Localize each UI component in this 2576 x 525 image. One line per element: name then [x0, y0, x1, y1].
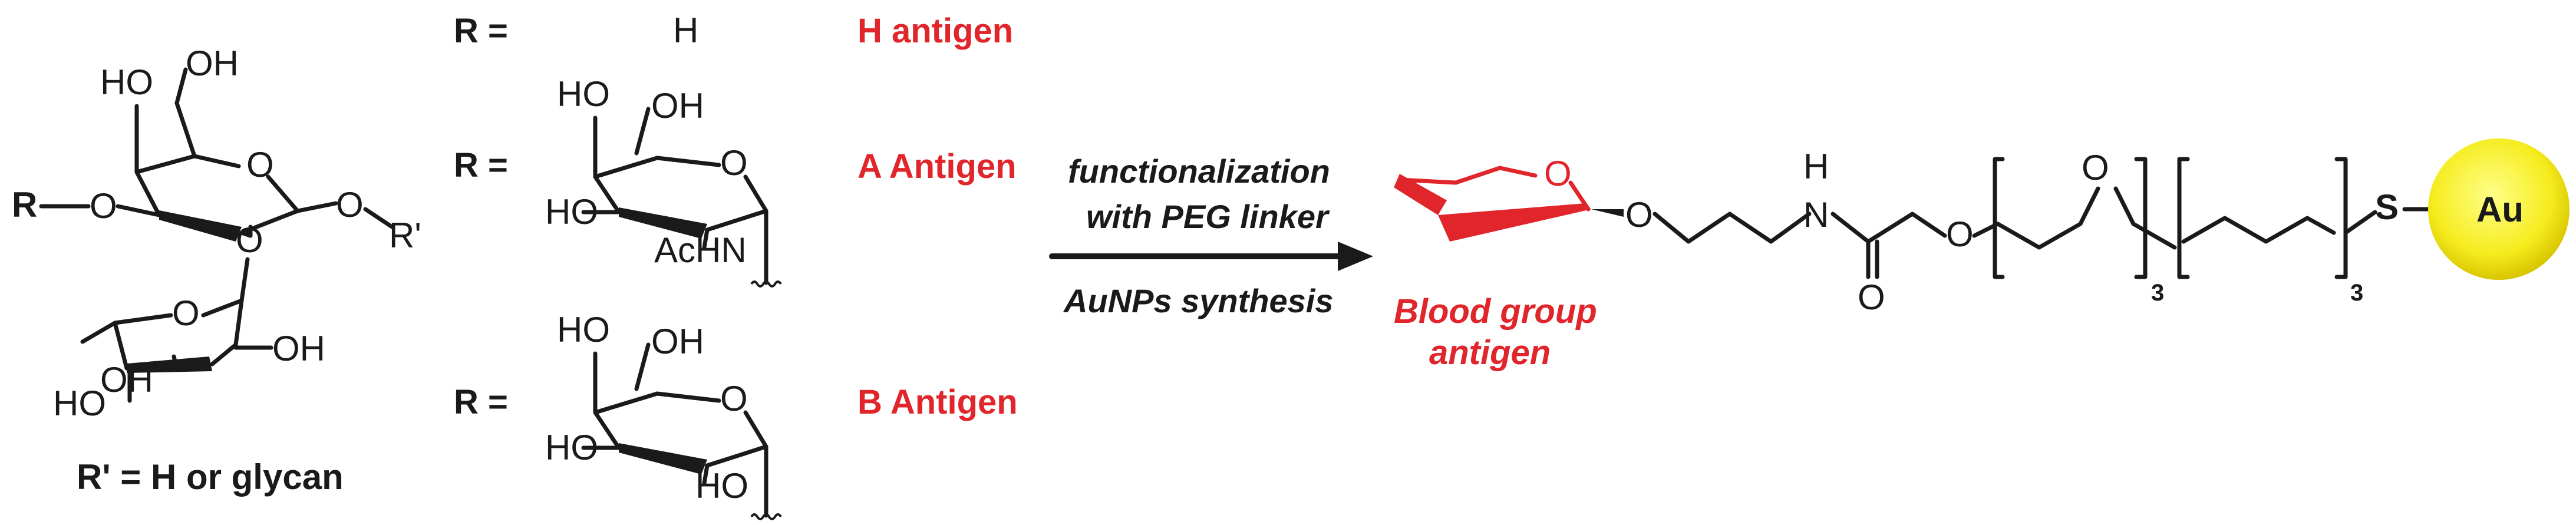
core-fucose-oh-mid: OH — [100, 360, 153, 399]
core-ring-o-right: O — [336, 185, 364, 224]
b-antigen-label: B Antigen — [857, 383, 1018, 421]
product-nh-n: N — [1803, 195, 1829, 235]
product-sulfur: S — [2375, 187, 2399, 227]
product-au-label: Au — [2476, 190, 2524, 229]
a-ring-o: O — [720, 143, 748, 183]
substituent-h: R = H H antigen — [454, 11, 1013, 50]
a-ho-top: HO — [557, 74, 610, 114]
core-ho-top-left: HO — [100, 62, 153, 102]
core-r-prime-definition: R' = H or glycan — [77, 457, 344, 497]
b-ho-top: HO — [557, 310, 610, 349]
b-oh-top: OH — [651, 322, 704, 361]
arrow-condition-line3: AuNPs synthesis — [1063, 282, 1334, 319]
product-bga-line1: Blood group — [1394, 292, 1597, 331]
h-r-equals: R = — [454, 12, 508, 50]
a-antigen-label: A Antigen — [857, 147, 1017, 186]
b-ho-left: HO — [545, 428, 598, 467]
product-o3: O — [2082, 148, 2109, 187]
product-o1: O — [1625, 195, 1653, 235]
a-oh-top: OH — [651, 86, 704, 126]
core-structure: HO OH O O R' R O O O — [12, 44, 421, 497]
h-value: H — [673, 11, 698, 50]
core-glyco-o-mid: O — [236, 220, 263, 260]
gold-nanoparticle — [2428, 138, 2570, 280]
core-r-label: R — [12, 185, 37, 224]
product-bga-line2: antigen — [1429, 334, 1551, 372]
product-nh-h: H — [1803, 147, 1829, 186]
product-o2: O — [1946, 214, 1974, 254]
core-fucose-oh-right: OH — [272, 329, 325, 368]
a-ho-left: HO — [545, 192, 598, 232]
a-nhac: AcHN — [654, 230, 747, 270]
b-ring-o: O — [720, 379, 748, 418]
core-glyco-o-left: O — [90, 186, 117, 226]
substituent-b: R = HO OH O HO HO B Antigen — [454, 310, 1018, 520]
core-fucose-ring-o: O — [172, 293, 200, 333]
substituent-a: R = HO OH O HO AcHN A Antigen — [454, 74, 1017, 288]
b-r-equals: R = — [454, 383, 508, 421]
core-oh-top: OH — [186, 44, 239, 83]
h-antigen-label: H antigen — [857, 12, 1013, 50]
product-alkyl-repeat: 3 — [2350, 280, 2363, 306]
product-carbonyl-o: O — [1858, 278, 1885, 317]
core-r-prime: R' — [389, 216, 421, 255]
product-peg-repeat: 3 — [2151, 280, 2164, 306]
core-fucose-ho-bottom: HO — [53, 384, 106, 423]
product-ring-o: O — [1544, 154, 1572, 193]
arrow-condition-line1: functionalization — [1068, 153, 1330, 190]
a-r-equals: R = — [454, 146, 508, 184]
reaction-arrow: functionalization with PEG linker AuNPs … — [1049, 153, 1373, 319]
arrow-condition-line2: with PEG linker — [1086, 198, 1330, 235]
b-ho-bottom: HO — [695, 466, 748, 506]
arrow-head-icon — [1338, 242, 1373, 271]
product-structure: O Blood group antigen O H N O O O 3 3 — [1394, 138, 2570, 372]
